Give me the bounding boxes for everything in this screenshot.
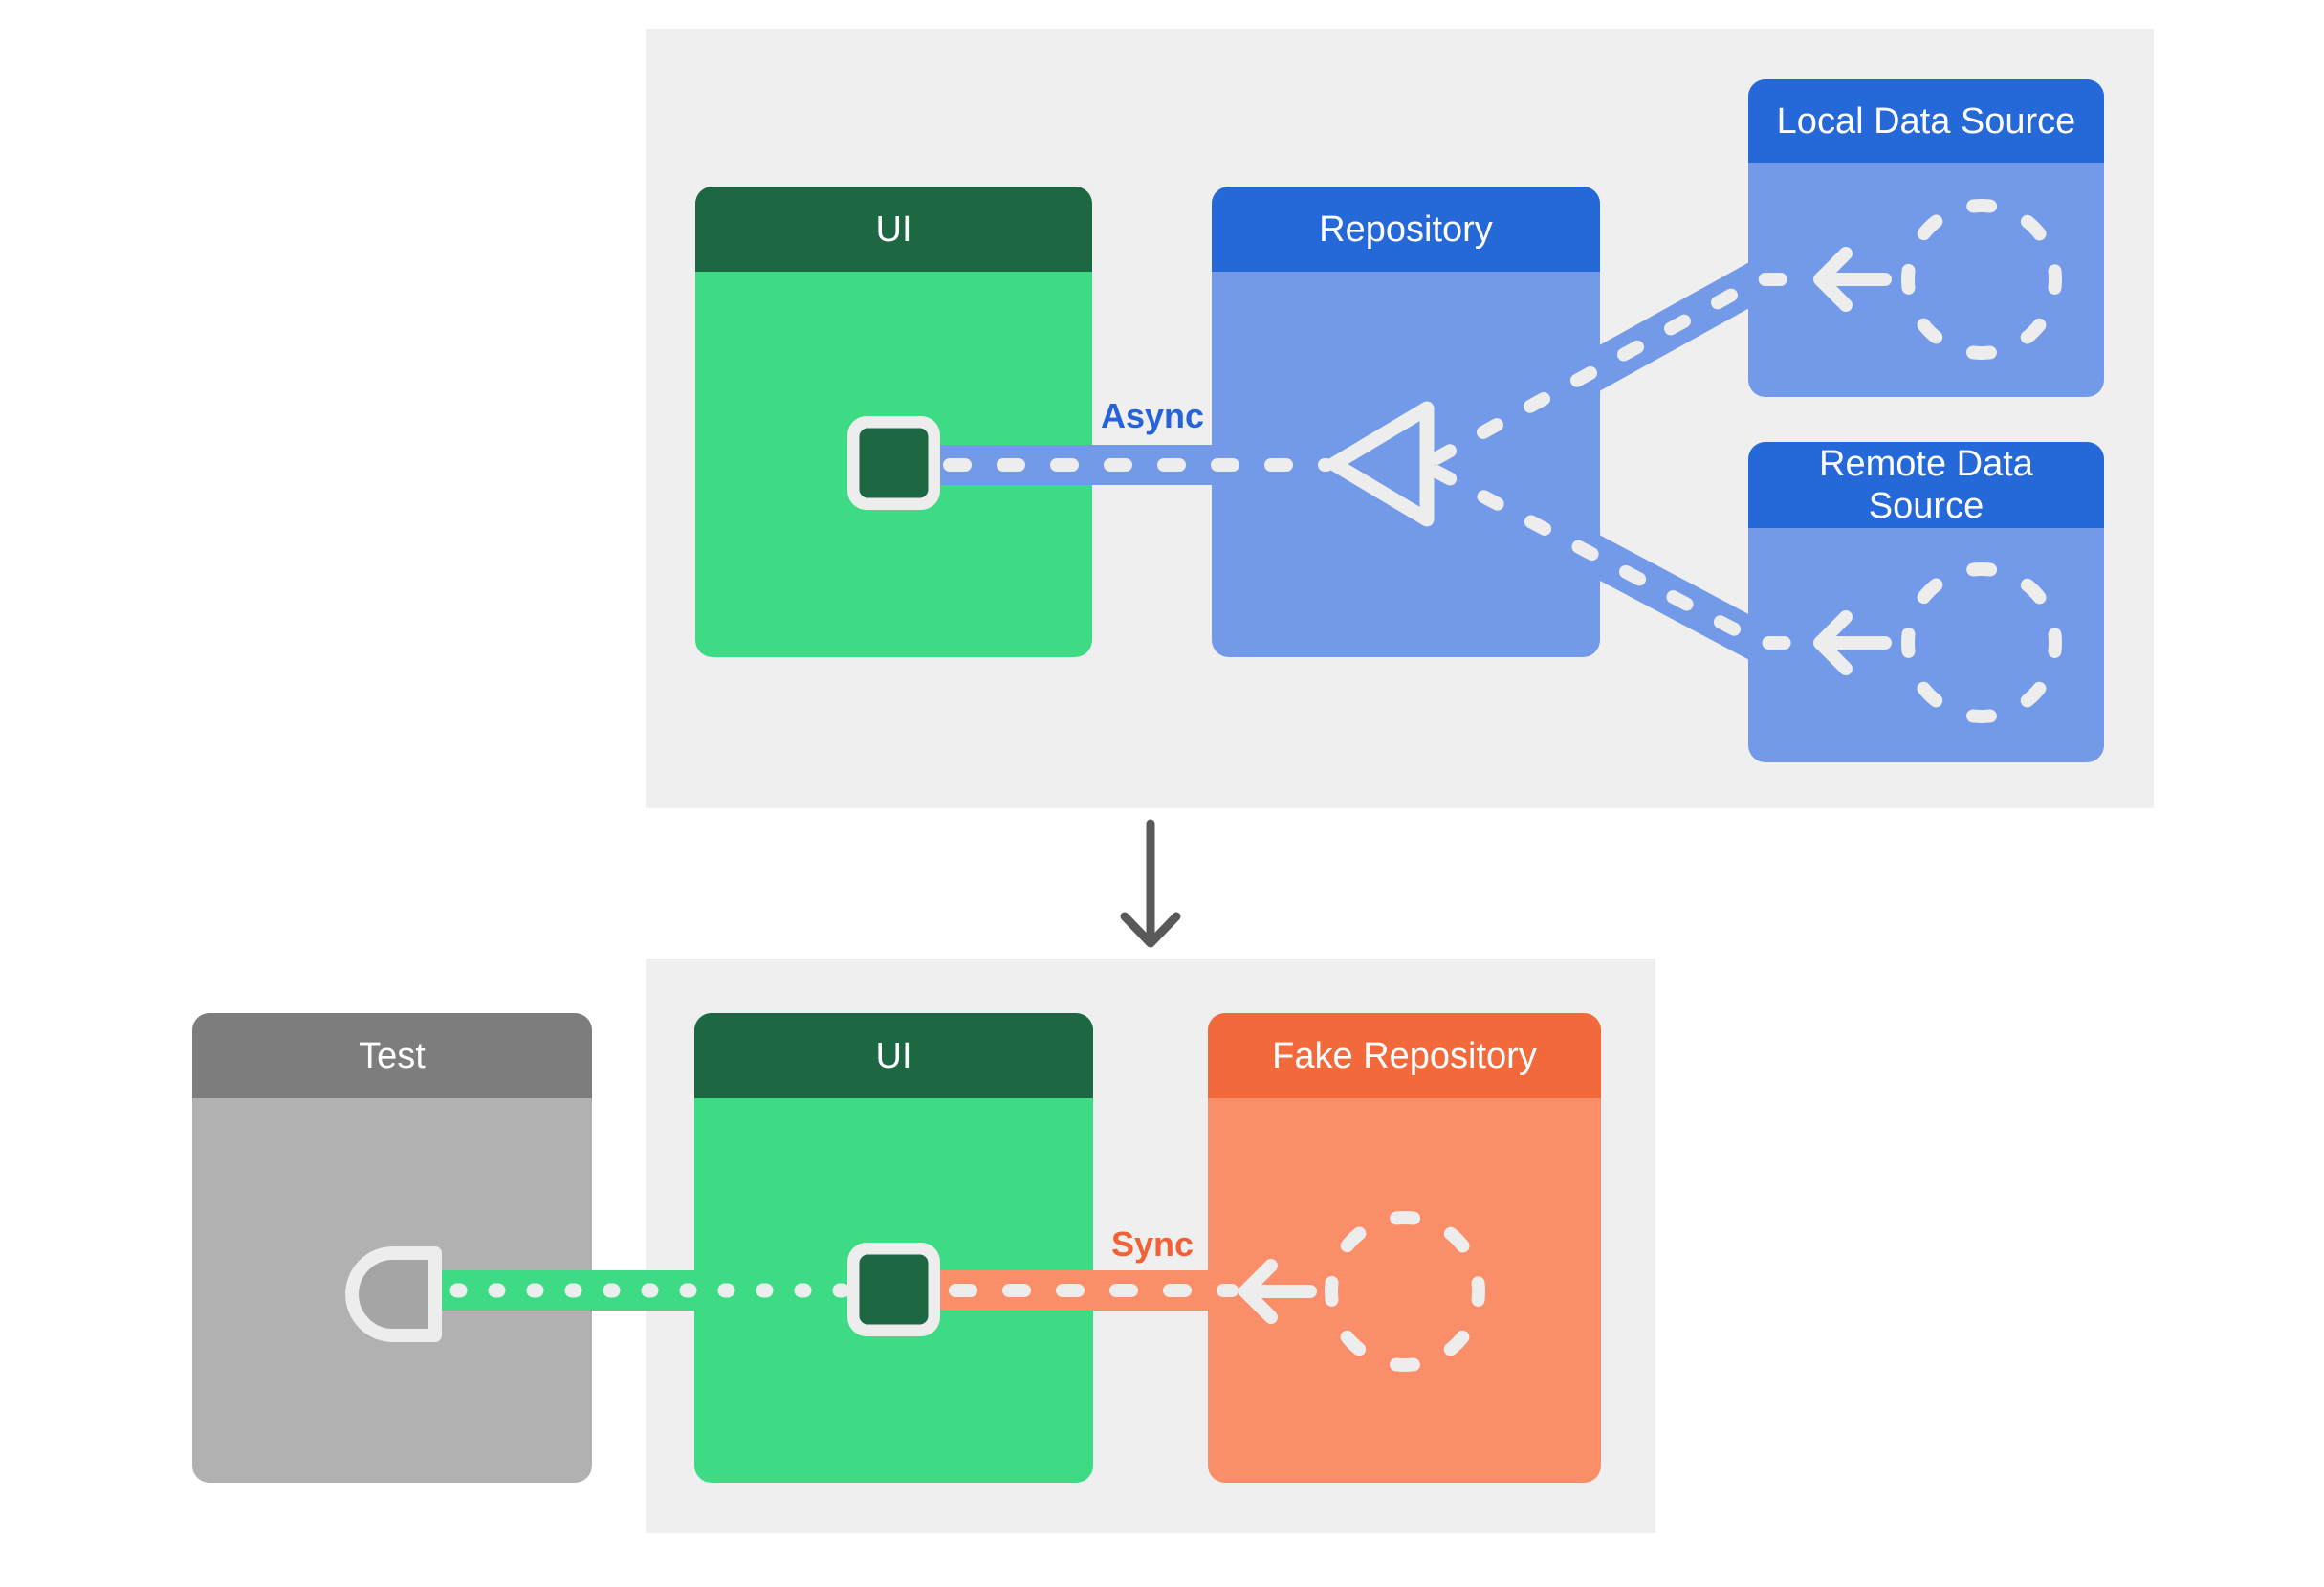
card-fake-repository-header: Fake Repository	[1208, 1013, 1601, 1098]
sync-label: Sync	[1110, 1224, 1195, 1264]
async-label: Async	[1100, 396, 1205, 435]
card-ui-top: UI	[695, 187, 1092, 657]
card-remote-data-source-header: Remote Data Source	[1748, 442, 2104, 528]
card-ui-top-header: UI	[695, 187, 1092, 272]
card-repository-header: Repository	[1212, 187, 1600, 272]
card-local-data-source: Local Data Source	[1748, 79, 2104, 397]
card-remote-data-source: Remote Data Source	[1748, 442, 2104, 762]
section-down-arrow-icon	[1120, 819, 1181, 948]
card-test-header: Test	[192, 1013, 592, 1098]
card-fake-repository: Fake Repository	[1208, 1013, 1601, 1483]
card-test: Test	[192, 1013, 592, 1483]
card-repository: Repository	[1212, 187, 1600, 657]
card-local-data-source-header: Local Data Source	[1748, 79, 2104, 163]
card-ui-bottom-header: UI	[694, 1013, 1093, 1098]
card-ui-bottom: UI	[694, 1013, 1093, 1483]
